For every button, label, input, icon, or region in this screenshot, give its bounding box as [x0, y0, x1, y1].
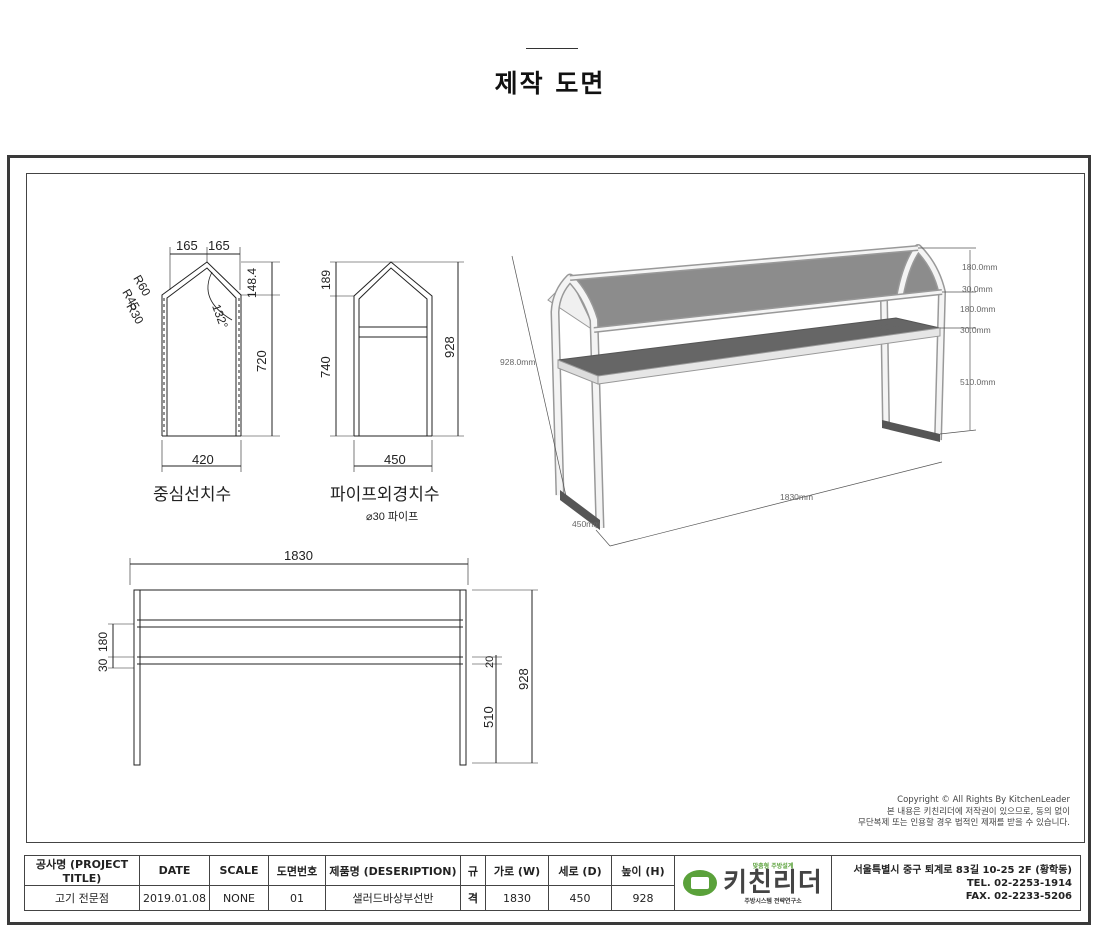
value-project: 고기 전문점 [24, 885, 140, 911]
center-top-label-1: 165 [176, 238, 198, 253]
header-spec-2: 격 [459, 885, 486, 911]
pipe-labels: 189 740 928 450 파이프외경치수 ⌀30 파이프 [318, 270, 457, 523]
pipe-shelf [358, 326, 428, 338]
header-depth: 세로 (D) [547, 855, 612, 886]
company-fax: FAX. 02-2233-5206 [965, 890, 1072, 902]
value-height: 928 [610, 885, 675, 911]
iso-view: 928.0mm 180.0mm 30.0mm 180.0mm 30.0mm 51… [500, 244, 997, 547]
title-block: 공사명 (PROJECT TITLE) DATE SCALE 도면번호 제품명 … [24, 855, 1082, 911]
copyright-line-2: 본 내용은 키친리더에 저작권이 있으므로, 동의 없이 [886, 806, 1070, 817]
front-right-label-1: 510 [481, 706, 496, 728]
center-caption: 중심선치수 [153, 485, 231, 504]
center-side-label-2: 720 [254, 350, 269, 372]
iso-mid-label: 20.0mm [873, 322, 904, 332]
iso-depth-label: 450mm [572, 519, 600, 529]
page-title: 제작 도면 [494, 69, 606, 98]
value-date: 2019.01.08 [139, 885, 210, 911]
center-line-view [161, 247, 280, 472]
front-left-label-2: 180 [96, 632, 110, 652]
pipe-side-label-1: 189 [319, 270, 333, 290]
value-width: 1830 [484, 885, 549, 911]
pipe-outline-outer [353, 261, 433, 436]
company-sub: 주방시스템 전략연구소 [744, 898, 802, 905]
header-spec-1: 규 [459, 855, 486, 886]
iso-length-dim [609, 461, 943, 547]
center-top-label-2: 165 [208, 238, 230, 253]
header-drawing-no: 도면번호 [267, 855, 326, 886]
angle-arc [207, 271, 233, 321]
company-address: 서울특별시 중구 퇴계로 83길 10-25 2F (황학동) TEL. 02-… [830, 855, 1082, 911]
title-block-value-row: 고기 전문점 2019.01.08 NONE 01 샐러드바상부선반 격 183… [24, 885, 1081, 911]
copyright-notice: Copyright © All Rights By KitchenLeader … [858, 795, 1070, 830]
drawing-area [26, 173, 1085, 843]
title-block-header-row: 공사명 (PROJECT TITLE) DATE SCALE 도면번호 제품명 … [24, 855, 1082, 911]
center-outline-inner [166, 267, 237, 436]
header-height: 높이 (H) [610, 855, 675, 886]
front-length-label: 1830 [284, 548, 313, 563]
value-drawing-no: 01 [267, 885, 326, 911]
header-project: 공사명 (PROJECT TITLE) [24, 855, 140, 886]
company-logo: 맞춤형 주방설계 키친리더 주방시스템 전략연구소 [673, 855, 832, 911]
front-leg-right [459, 589, 467, 766]
copyright-line-1: Copyright © All Rights By KitchenLeader [897, 795, 1070, 805]
iso-right-label-4: 30.0mm [960, 325, 991, 335]
value-product: 샐러드바상부선반 [324, 885, 461, 911]
iso-right-label-1: 180.0mm [962, 262, 997, 272]
pipe-side-label-2: 740 [318, 356, 333, 378]
header-scale: SCALE [208, 855, 269, 886]
iso-right-label-2: 30.0mm [962, 284, 993, 294]
pipe-outline-inner [358, 267, 428, 436]
iso-right-label-3: 180.0mm [960, 304, 995, 314]
center-bottom-label: 420 [192, 452, 214, 467]
front-left-label-1: 30 [96, 658, 110, 672]
iso-foot-back [882, 420, 940, 442]
radius-label-3: R30 [123, 301, 146, 327]
iso-height-dim [511, 255, 567, 497]
front-labels: 1830 30 180 20 510 928 [96, 548, 531, 728]
pipe-outer-view [330, 261, 464, 472]
value-scale: NONE [208, 885, 269, 911]
front-right-small-label: 20 [484, 656, 496, 668]
front-right-label-2: 928 [516, 668, 531, 690]
pipe-subcaption: ⌀30 파이프 [366, 510, 418, 523]
company-name: 키친리더 [723, 868, 823, 898]
center-outline-outer [161, 261, 242, 436]
front-leg-left [133, 589, 141, 766]
company-tagline: 맞춤형 주방설계 [752, 863, 794, 870]
center-side-label-1: 148.4 [245, 268, 259, 298]
pipe-side-label-3: 928 [442, 336, 457, 358]
header-date: DATE [139, 855, 210, 886]
header-product: 제품명 (DESERIPTION) [324, 855, 461, 886]
value-depth: 450 [547, 885, 612, 911]
iso-foot-front [560, 490, 600, 530]
title-rule [526, 48, 578, 49]
iso-length-label: 1830mm [780, 492, 813, 502]
iso-right-label-5: 510.0mm [960, 377, 995, 387]
front-view [108, 558, 538, 766]
kitchen-logo-icon [683, 870, 718, 896]
company-tel: TEL. 02-2253-1914 [966, 877, 1072, 889]
pipe-bottom-label: 450 [384, 452, 406, 467]
copyright-line-3: 무단복제 또는 인용할 경우 법적인 제재를 받을 수 있습니다. [858, 818, 1070, 828]
pipe-caption: 파이프외경치수 [330, 485, 439, 504]
company-address-line: 서울특별시 중구 퇴계로 83길 10-25 2F (황학동) [853, 864, 1072, 876]
header-width: 가로 (W) [484, 855, 549, 886]
drawing-frame [7, 155, 1091, 925]
angle-label: 132° [209, 302, 231, 330]
iso-height-label: 928.0mm [500, 357, 535, 367]
